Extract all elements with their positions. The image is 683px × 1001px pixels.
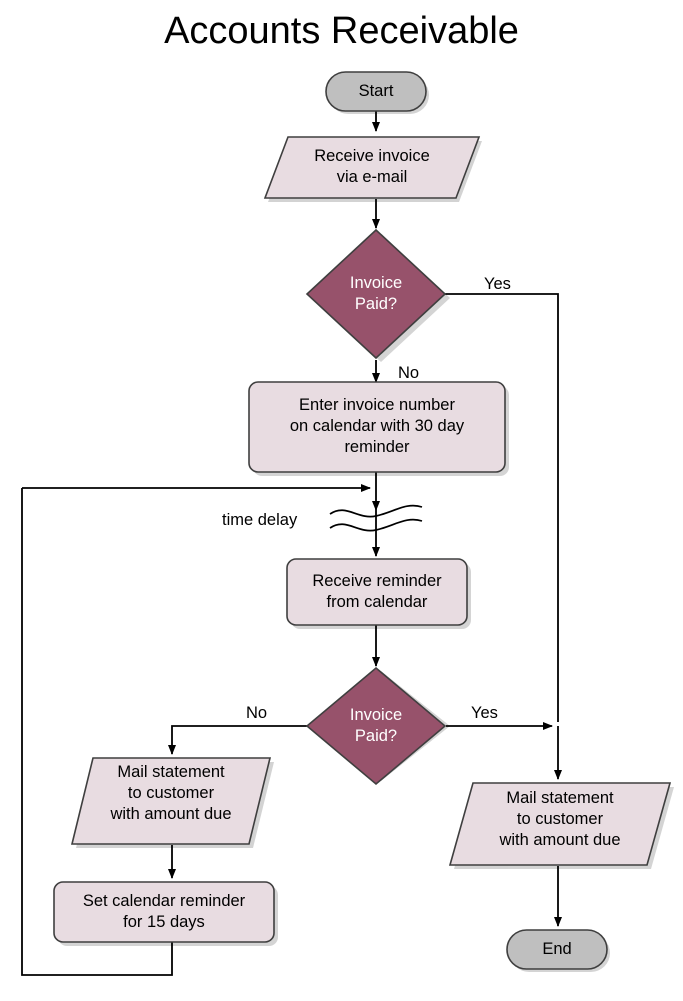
edge-decision1-yes	[441, 293, 559, 722]
node-mail-statement-right[interactable]	[450, 783, 670, 865]
node-invoice-paid-1[interactable]	[307, 230, 445, 358]
node-mail-statement-left[interactable]	[72, 758, 270, 844]
node-receive-reminder-shape	[286, 558, 468, 626]
page-title: Accounts Receivable	[164, 10, 519, 52]
time-delay-label: time delay	[222, 511, 298, 529]
node-start-shape	[325, 71, 427, 112]
node-set-calendar-reminder-shape	[53, 881, 275, 943]
edge-label-decision1-no: No	[398, 364, 420, 382]
node-invoice-paid-2[interactable]	[307, 668, 445, 784]
edge-setcal-loopback	[21, 488, 173, 976]
time-delay-break-icon	[329, 504, 423, 532]
node-enter-invoice-number-shape	[248, 381, 506, 473]
node-invoice-paid-2-shape	[305, 666, 447, 786]
node-set-calendar-reminder[interactable]	[54, 882, 274, 942]
node-start[interactable]	[326, 72, 426, 111]
node-enter-invoice-number[interactable]	[249, 382, 505, 472]
node-time-delay[interactable]	[322, 500, 430, 540]
node-receive-invoice[interactable]	[265, 137, 479, 198]
node-end[interactable]	[507, 930, 607, 969]
edge-label-decision2-yes: Yes	[471, 704, 498, 722]
node-mail-statement-right-shape	[448, 782, 672, 866]
edge-label-decision2-no: No	[246, 704, 268, 722]
node-mail-statement-left-shape	[70, 757, 272, 845]
edge-decision2-no	[168, 725, 311, 755]
shapes	[53, 71, 672, 970]
node-end-shape	[506, 929, 608, 970]
node-receive-invoice-shape	[263, 136, 481, 199]
node-invoice-paid-1-shape	[305, 228, 447, 360]
connectors	[21, 111, 562, 976]
node-receive-reminder[interactable]	[287, 559, 467, 625]
edge-label-decision1-yes: Yes	[484, 275, 511, 293]
